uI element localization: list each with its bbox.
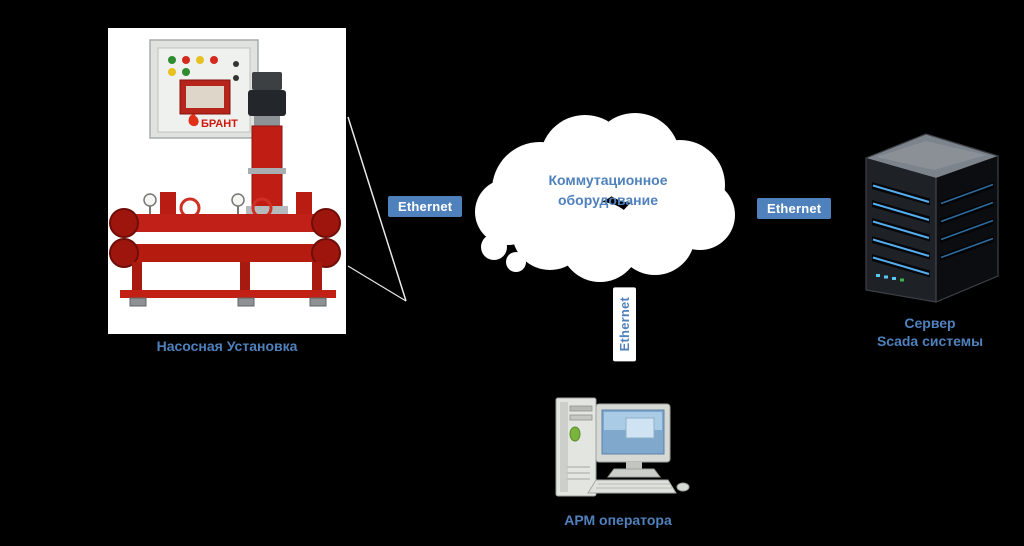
pump-piping [109, 192, 341, 268]
workstation-illustration [555, 397, 690, 497]
ethernet-link-label-server: Ethernet [757, 198, 832, 219]
server-label-line2: Scada системы [876, 333, 984, 349]
server-label: Сервер Scada системы [855, 314, 1005, 350]
server-illustration [865, 133, 999, 303]
cloud-label: Коммутационное оборудование [488, 170, 728, 210]
pc-keyboard [587, 479, 677, 494]
ethernet-link-label-workstation: Ethernet [613, 287, 636, 362]
cloud-label-line1: Коммутационное [548, 172, 668, 188]
pc-mouse [676, 482, 690, 492]
pump-callout-lines [347, 116, 407, 302]
server-status-leds [876, 274, 904, 282]
vertical-pump [246, 72, 288, 214]
server-vents-side [940, 182, 994, 261]
brand-flame-icon [188, 114, 199, 127]
ethernet-link-label-pump: Ethernet [388, 196, 463, 217]
pump-unit-illustration: БРАНТ [108, 28, 346, 334]
cloud-shape [475, 113, 735, 282]
server-label-line1: Сервер [904, 315, 956, 331]
workstation-label: АРМ оператора [564, 512, 672, 528]
pump-control-cabinet: БРАНТ [149, 39, 259, 139]
pc-monitor [595, 403, 671, 478]
pump-base-frame [120, 262, 336, 307]
server-vents-front [872, 182, 930, 278]
pump-brand-text: БРАНТ [201, 118, 238, 130]
pc-tower [555, 397, 597, 497]
pump-label: Насосная Установка [156, 338, 298, 354]
cloud-label-line2: оборудование [557, 192, 659, 208]
